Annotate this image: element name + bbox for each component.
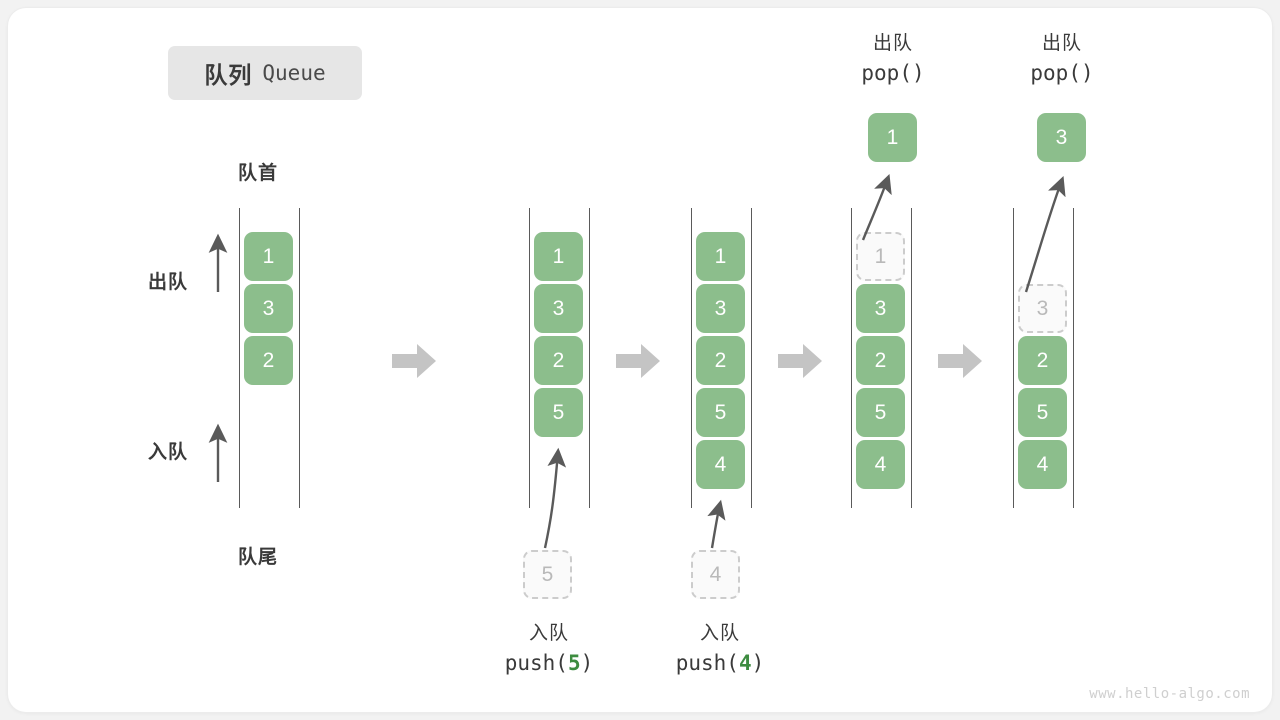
ghost-cell-push-4: 4 (691, 550, 740, 599)
rail-right-c1 (299, 208, 300, 508)
ghost-cell-pop-1: 1 (856, 232, 905, 281)
op-label-pop-1: 出队 pop() (778, 30, 1008, 88)
transition-arrow-icon (938, 344, 982, 378)
op-label-push-4: 入队 push(4) (605, 620, 835, 678)
queue-cell: 2 (244, 336, 293, 385)
ghost-cell-pop-3: 3 (1018, 284, 1067, 333)
queue-cell: 1 (534, 232, 583, 281)
queue-cell: 1 (696, 232, 745, 281)
queue-cell: 2 (1018, 336, 1067, 385)
op-label-code: pop() (1030, 60, 1094, 85)
rail-right-c5 (1073, 208, 1074, 508)
queue-cell: 3 (856, 284, 905, 333)
op-label-cn: 出队 (872, 33, 913, 54)
transition-arrow-icon (616, 344, 660, 378)
queue-cell: 2 (696, 336, 745, 385)
rail-right-c4 (911, 208, 912, 508)
op-code-suffix: ) (580, 650, 594, 675)
queue-cell: 5 (1018, 388, 1067, 437)
queue-cell-new: 4 (696, 440, 745, 489)
op-code-number: 5 (567, 650, 581, 675)
op-code-prefix: push( (504, 650, 568, 675)
queue-cell: 5 (856, 388, 905, 437)
label-enqueue: 入队 (148, 442, 189, 463)
popped-cell-3: 3 (1037, 113, 1086, 162)
title-cn: 队列 (204, 62, 253, 88)
queue-cell: 1 (244, 232, 293, 281)
op-code-suffix: ) (751, 650, 765, 675)
op-label-code: push(4) (605, 648, 835, 678)
popped-cell-1: 1 (868, 113, 917, 162)
rail-left-c4 (851, 208, 852, 508)
rail-right-c2 (589, 208, 590, 508)
op-label-code: pop() (861, 60, 925, 85)
op-label-cn: 入队 (528, 623, 569, 644)
queue-cell: 3 (696, 284, 745, 333)
op-label-pop-3: 出队 pop() (947, 30, 1177, 88)
queue-cell: 5 (696, 388, 745, 437)
title-en: Queue (262, 61, 326, 85)
rail-left-c2 (529, 208, 530, 508)
watermark: www.hello-algo.com (1089, 686, 1250, 702)
transition-arrow-icon (392, 344, 436, 378)
op-label-push-5: 入队 push(5) (434, 620, 664, 678)
queue-cell: 4 (856, 440, 905, 489)
rail-right-c3 (751, 208, 752, 508)
queue-cell: 4 (1018, 440, 1067, 489)
queue-cell: 2 (534, 336, 583, 385)
rail-left-c1 (239, 208, 240, 508)
label-queue-head: 队首 (238, 163, 279, 184)
label-dequeue: 出队 (148, 272, 189, 293)
label-queue-tail: 队尾 (238, 547, 279, 568)
ghost-cell-push-5: 5 (523, 550, 572, 599)
op-label-code: push(5) (434, 648, 664, 678)
rail-left-c5 (1013, 208, 1014, 508)
op-code-number: 4 (738, 650, 752, 675)
queue-cell-new: 5 (534, 388, 583, 437)
op-label-cn: 出队 (1041, 33, 1082, 54)
queue-cell: 3 (534, 284, 583, 333)
queue-cell: 3 (244, 284, 293, 333)
op-label-cn: 入队 (699, 623, 740, 644)
rail-left-c3 (691, 208, 692, 508)
title-badge: 队列 Queue (168, 46, 362, 100)
transition-arrow-icon (778, 344, 822, 378)
op-code-prefix: push( (675, 650, 739, 675)
queue-cell: 2 (856, 336, 905, 385)
